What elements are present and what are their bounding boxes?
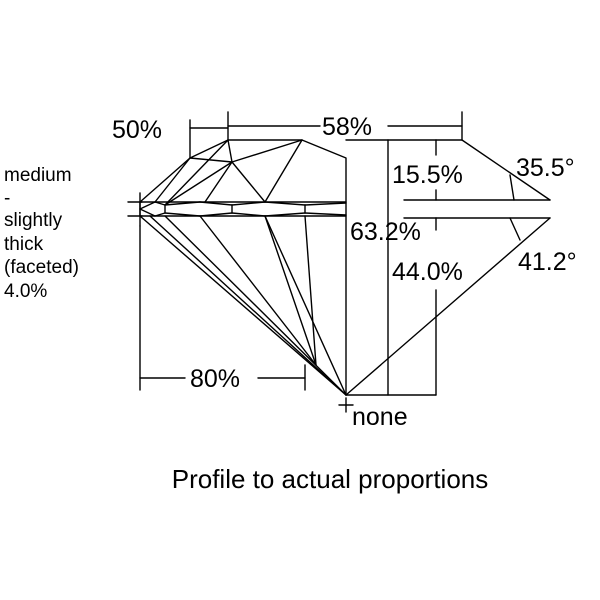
total-depth-label: 63.2%	[350, 218, 421, 246]
pavilion-angle-label: 41.2°	[518, 248, 577, 276]
right-projection	[345, 139, 551, 396]
lower-dimension-line	[139, 225, 306, 391]
girdle-cross-marker	[127, 192, 143, 227]
crown-angle-label: 35.5°	[516, 154, 575, 182]
top-dimension-lines	[189, 111, 463, 159]
diagram-caption: Profile to actual proportions	[172, 464, 489, 494]
girdle-line-1: medium	[4, 165, 72, 186]
pavilion-outline	[139, 215, 347, 396]
lower-half-label: 80%	[190, 365, 240, 393]
girdle-line-3: slightly	[4, 210, 63, 231]
pavilion-facets	[149, 215, 347, 396]
crown-height-label: 15.5%	[392, 161, 463, 189]
girdle-line-6: 4.0%	[4, 281, 47, 302]
star-percent-label: 50%	[112, 116, 162, 144]
culet-marker	[338, 397, 354, 413]
girdle-line-4: thick	[4, 234, 44, 255]
girdle-description: medium - slightly thick (faceted) 4.0%	[4, 165, 79, 302]
table-percent-label: 58%	[322, 113, 372, 141]
pavilion-depth-label: 44.0%	[392, 258, 463, 286]
crown-outline	[139, 139, 347, 396]
girdle-facets	[139, 201, 347, 217]
girdle-line-5: (faceted)	[4, 257, 79, 278]
culet-label: none	[352, 403, 408, 431]
crown-facets	[154, 139, 303, 206]
girdle-line-2: -	[4, 188, 10, 209]
